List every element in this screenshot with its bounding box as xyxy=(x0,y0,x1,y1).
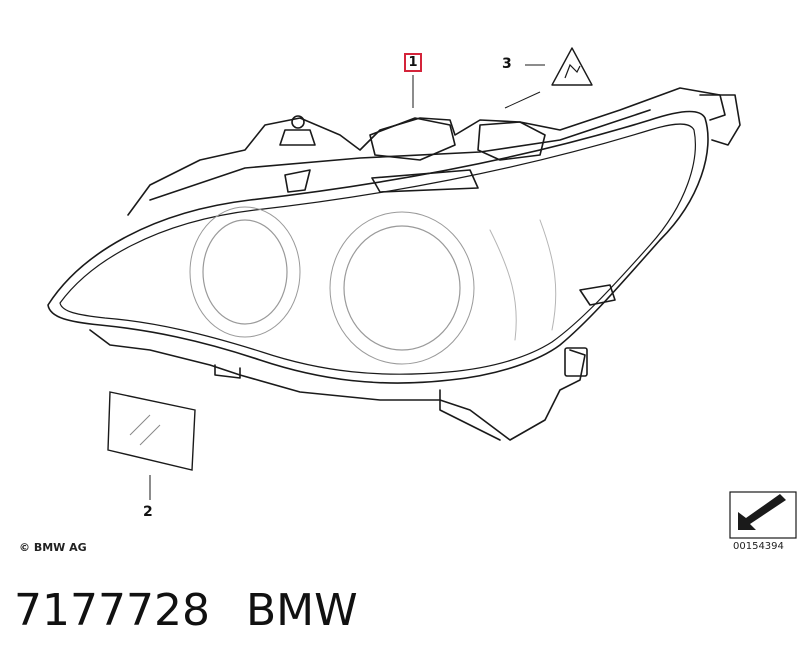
low-beam-ring xyxy=(202,219,288,325)
adjuster-bracket xyxy=(564,347,588,377)
protective-film xyxy=(107,391,196,471)
arrow-nav-icon xyxy=(729,491,797,539)
warning-triangle-icon xyxy=(551,47,593,86)
high-beam-ring xyxy=(343,225,461,351)
headlight-lens-inner xyxy=(59,123,696,375)
callout-2[interactable]: 2 xyxy=(143,504,153,520)
part-number: 7177728 xyxy=(14,585,210,636)
callout-3[interactable]: 3 xyxy=(502,56,512,72)
copyright-text: © BMW AG xyxy=(19,541,87,554)
headlight-lens-outline xyxy=(47,110,709,384)
brand-name: BMW xyxy=(246,585,358,636)
bulb-cover xyxy=(369,117,456,161)
mount-bolt xyxy=(291,115,305,129)
housing-bottom xyxy=(89,329,586,441)
housing-top xyxy=(127,87,726,216)
diagram-number: 00154394 xyxy=(733,541,784,552)
callout-1[interactable]: 1 xyxy=(404,53,422,72)
headlight-exploded-diagram xyxy=(47,47,797,539)
